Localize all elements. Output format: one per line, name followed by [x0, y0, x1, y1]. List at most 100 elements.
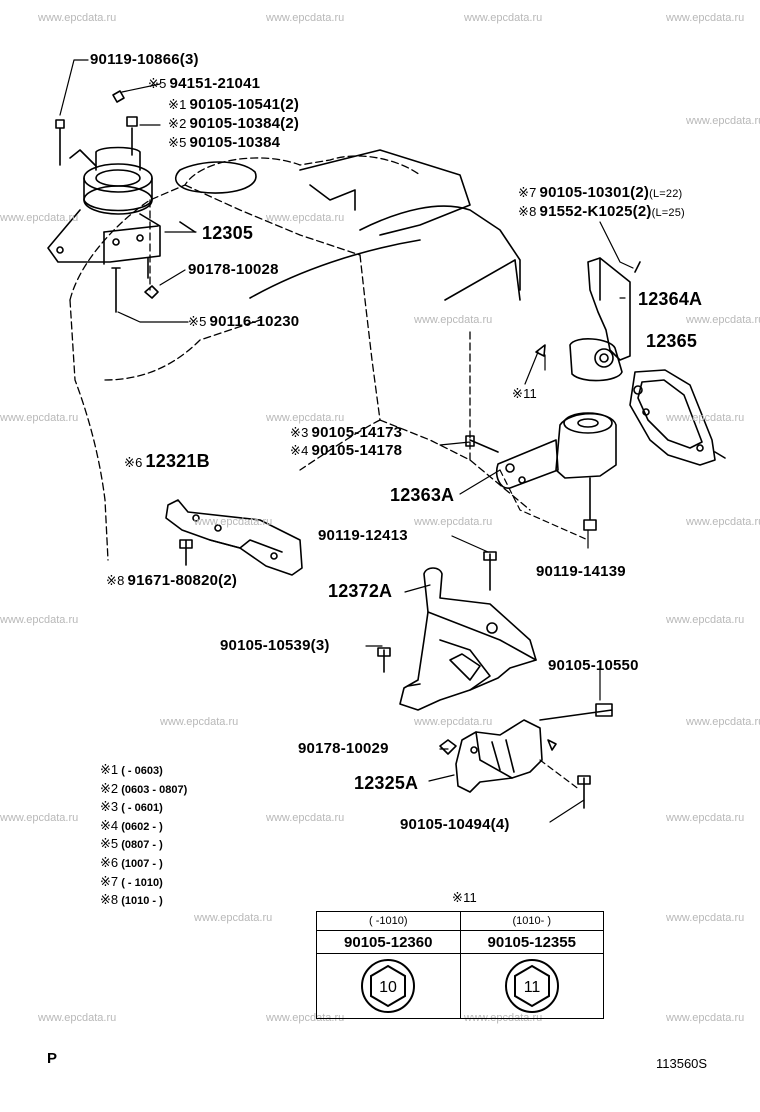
mount-12363A-art — [465, 412, 617, 531]
part-label-90105-10494[interactable]: 90105-10494(4) — [400, 817, 510, 833]
part-label-90105-10539[interactable]: 90105-10539(3) — [220, 638, 330, 654]
leader-lines — [59, 59, 634, 823]
part-label-90105-10550[interactable]: 90105-10550 — [548, 658, 639, 674]
inset-range: ( -1010) — [316, 911, 461, 931]
note-mark: ※5 — [188, 314, 207, 329]
part-code: 90105-10301(2) — [539, 184, 650, 201]
part-label-12365[interactable]: 12365 — [646, 332, 697, 351]
watermark: www.epcdata.ru — [666, 812, 745, 824]
part-label-90178-10028[interactable]: 90178-10028 — [188, 262, 279, 278]
bolt-size-label: 10 — [379, 979, 397, 996]
watermark: www.epcdata.ru — [266, 812, 345, 824]
part-code: 90105-10539(3) — [220, 637, 330, 654]
note-mark: ※3 — [100, 799, 119, 814]
head-cover — [175, 149, 521, 301]
part-code: 90178-10029 — [298, 740, 389, 757]
date-range: (1010 - ) — [121, 895, 163, 907]
watermark: www.epcdata.ru — [0, 812, 79, 824]
part-code: 91552-K1025(2) — [539, 203, 652, 220]
part-label-90119-14139[interactable]: 90119-14139 — [536, 564, 626, 580]
part-label-90119-10866[interactable]: 90119-10866(3) — [90, 52, 199, 68]
part-code: 12321B — [145, 451, 210, 471]
note-mark: ※7 — [100, 874, 119, 889]
inset-part-code[interactable]: 90105-12360 — [316, 930, 461, 954]
watermark: www.epcdata.ru — [464, 12, 543, 24]
inset-bolt-cell: 11 — [459, 953, 604, 1019]
part-label-12364A[interactable]: 12364A — [638, 290, 702, 309]
watermark: www.epcdata.ru — [666, 912, 745, 924]
legend-item: ※3 ( - 0601) — [100, 799, 163, 815]
watermark: www.epcdata.ru — [160, 716, 239, 728]
inset-part-code[interactable]: 90105-12355 — [459, 930, 604, 954]
part-code: 90105-10550 — [548, 657, 639, 674]
legend-item: ※1 ( - 0603) — [100, 762, 163, 778]
part-code: 12363A — [390, 485, 455, 505]
part-label-12305[interactable]: 12305 — [202, 224, 253, 243]
part-code: 12364A — [638, 289, 703, 309]
length-note: (L=22) — [649, 188, 683, 200]
watermark: www.epcdata.ru — [686, 115, 760, 127]
legend-item: ※7 ( - 1010) — [100, 874, 163, 890]
watermark: www.epcdata.ru — [666, 1012, 745, 1024]
part-label-note-11[interactable]: ※11 — [512, 386, 540, 402]
watermark: www.epcdata.ru — [266, 412, 345, 424]
bolt-size-label: 11 — [523, 979, 540, 996]
part-code: 90105-10384(2) — [189, 115, 300, 132]
legend-item: ※2 (0603 - 0807) — [100, 781, 187, 797]
length-note: (L=25) — [651, 207, 685, 219]
note-mark: ※6 — [124, 455, 143, 470]
date-range: (1007 - ) — [121, 858, 163, 870]
hex-bolt-icon: 11 — [504, 959, 559, 1013]
part-code: 90105-10384 — [189, 134, 281, 151]
note-mark: ※8 — [518, 204, 537, 219]
date-range: ( - 0603) — [121, 765, 163, 777]
legend-item: ※6 (1007 - ) — [100, 855, 163, 871]
date-range: (0807 - ) — [121, 839, 163, 851]
watermark: www.epcdata.ru — [38, 1012, 117, 1024]
note-mark: ※1 — [100, 762, 119, 777]
date-range: ( - 0601) — [121, 802, 163, 814]
part-label-12372A[interactable]: 12372A — [328, 582, 392, 601]
watermark: www.epcdata.ru — [666, 12, 745, 24]
date-range: (0602 - ) — [121, 821, 163, 833]
note-mark: ※5 — [100, 836, 119, 851]
part-label-90178-10029[interactable]: 90178-10029 — [298, 741, 389, 757]
note-mark: ※6 — [100, 855, 119, 870]
watermark: www.epcdata.ru — [38, 12, 117, 24]
watermark: www.epcdata.ru — [266, 12, 345, 24]
bolts-top-left — [55, 90, 159, 313]
note-mark: ※5 — [168, 135, 187, 150]
note-mark: ※8 — [106, 573, 125, 588]
bracket-12364A-art — [535, 257, 641, 382]
watermark: www.epcdata.ru — [666, 614, 745, 626]
part-label-12363A[interactable]: 12363A — [390, 486, 454, 505]
note-mark: ※5 — [148, 76, 167, 91]
part-label-90119-12413[interactable]: 90119-12413 — [318, 528, 408, 544]
part-label-12325A[interactable]: 12325A — [354, 774, 418, 793]
note-mark: ※11 — [512, 386, 537, 401]
bracket-12325A-art — [439, 703, 613, 809]
inset-title: ※11 — [452, 890, 477, 905]
watermark: www.epcdata.ru — [0, 212, 79, 224]
watermark: www.epcdata.ru — [666, 412, 745, 424]
part-code: 12305 — [202, 223, 254, 243]
legend-item: ※4 (0602 - ) — [100, 818, 163, 834]
part-code: 90105-14173 — [311, 424, 403, 441]
part-code: 90119-10866(3) — [90, 51, 199, 68]
part-code: 90105-14178 — [311, 442, 403, 459]
watermark: www.epcdata.ru — [414, 716, 493, 728]
bracket-12372A-art — [377, 551, 537, 711]
